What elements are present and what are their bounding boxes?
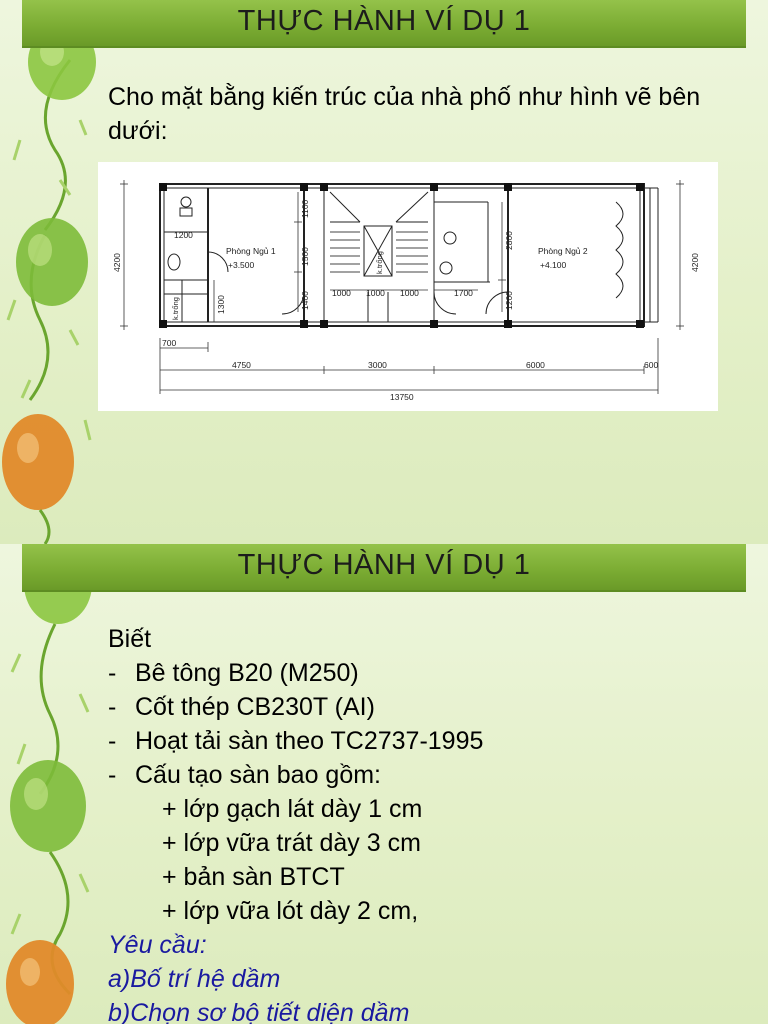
requirement-item: b)Chọn sơ bộ tiết diện dầm (108, 999, 410, 1024)
requirements-heading: Yêu cầu: (108, 931, 207, 959)
room-1-level: +3.500 (228, 260, 255, 270)
slide-1: THỰC HÀNH VÍ DỤ 1 Cho mặt bằng kiến trúc… (0, 0, 768, 544)
slide-title-2: THỰC HÀNH VÍ DỤ 1 (237, 549, 531, 581)
dim-1700: 1700 (454, 288, 473, 298)
sub-list-item: + lớp gạch lát dày 1 cm (162, 795, 423, 823)
dim-1300: 1300 (216, 295, 226, 314)
list-item: -Hoạt tải sàn theo TC2737-1995 (108, 727, 484, 755)
floor-plan-svg: Phòng Ngủ 1 +3.500 Phòng Ngủ 2 +4.100 k.… (112, 180, 700, 402)
dim-1200-top: 1200 (174, 230, 193, 240)
slide-title: THỰC HÀNH VÍ DỤ 1 (237, 5, 531, 37)
dim-1000-a: 1000 (332, 288, 351, 298)
dim-1100: 1100 (300, 199, 310, 218)
slide-2: THỰC HÀNH VÍ DỤ 1 Biết -Bê tông B20 (M25… (0, 544, 768, 1024)
list-item: -Cốt thép CB230T (AI) (108, 693, 375, 721)
room-2-name: Phòng Ngủ 2 (538, 246, 588, 256)
dim-6000: 6000 (526, 360, 545, 370)
sub-list-item: + bản sàn BTCT (162, 863, 345, 891)
floor-plan-drawing: Phòng Ngủ 1 +3.500 Phòng Ngủ 2 +4.100 k.… (98, 162, 718, 411)
dim-left-height: 4200 (112, 253, 122, 272)
balloon-decoration-left (2, 24, 96, 544)
dim-1000-b: 1000 (366, 288, 385, 298)
dim-1400: 1400 (300, 291, 310, 310)
list-item: -Cấu tạo sàn bao gồm: (108, 761, 381, 789)
dim-right-height: 4200 (690, 253, 700, 272)
title-bar-2: THỰC HÀNH VÍ DỤ 1 (22, 544, 746, 592)
given-heading: Biết (108, 625, 152, 653)
sub-list-item: + lớp vữa lót dày 2 cm, (162, 897, 419, 925)
dim-total: 13750 (390, 392, 414, 402)
dim-1000-c: 1000 (400, 288, 419, 298)
sub-list-item: + lớp vữa trát dày 3 cm (162, 829, 421, 857)
requirement-item: a)Bố trí hệ dầm (108, 965, 281, 993)
dim-1500: 1500 (300, 247, 310, 266)
dim-600: 600 (644, 360, 658, 370)
dim-2800: 2800 (504, 231, 514, 250)
dim-4750: 4750 (232, 360, 251, 370)
dim-1200-right: 1200 (504, 291, 514, 310)
intro-text: Cho mặt bằng kiến trúc của nhà phố như h… (108, 83, 701, 145)
room-2-level: +4.100 (540, 260, 567, 270)
slide-2-body: Biết -Bê tông B20 (M250) -Cốt thép CB230… (108, 622, 483, 1024)
room-1-name: Phòng Ngủ 1 (226, 246, 276, 256)
dim-3000: 3000 (368, 360, 387, 370)
void-label-left: k.trống (171, 297, 180, 320)
balloon-decoration-left-2 (6, 544, 92, 1024)
title-bar: THỰC HÀNH VÍ DỤ 1 (22, 0, 746, 48)
void-label-stair: k.trống (375, 251, 384, 274)
list-item: -Bê tông B20 (M250) (108, 659, 359, 687)
dim-700: 700 (162, 338, 176, 348)
